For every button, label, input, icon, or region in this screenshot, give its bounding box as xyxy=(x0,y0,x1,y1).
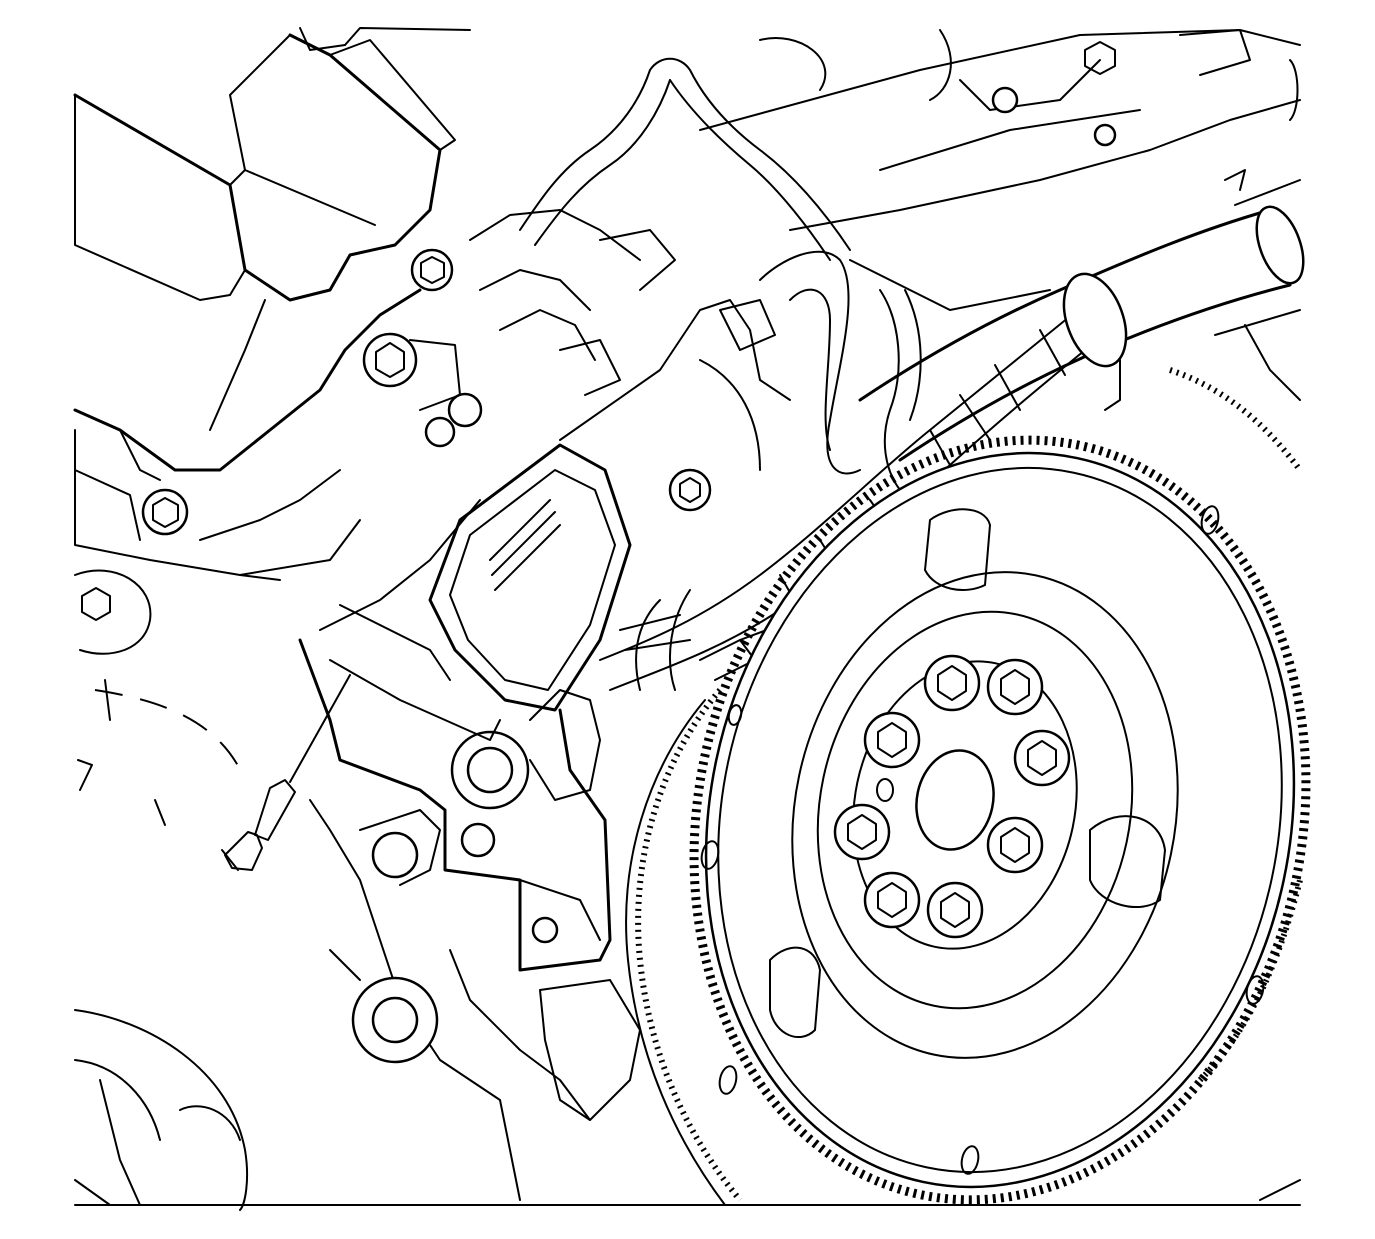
flywheel-bolt-7 xyxy=(833,803,891,861)
flywheel-bolt-2 xyxy=(986,658,1044,716)
sensor-boss xyxy=(450,730,530,858)
intake-tube xyxy=(858,179,1305,462)
valve-cover xyxy=(73,27,471,302)
flywheel-bolt-3 xyxy=(1013,729,1071,787)
flywheel-bolt-1 xyxy=(923,654,981,712)
ring-gear-left-arc xyxy=(625,688,743,1206)
left-pulley xyxy=(74,569,246,826)
head-bolt-4 xyxy=(424,392,483,448)
upper-harness xyxy=(469,57,851,396)
mounting-bolt xyxy=(221,674,351,871)
ring-gear-right-teeth xyxy=(1169,367,1303,1083)
flywheel-window-2 xyxy=(1089,815,1166,909)
head-bolt-3 xyxy=(362,332,461,411)
flywheel xyxy=(689,435,1311,1205)
flywheel-hub xyxy=(915,749,995,851)
flywheel-window-1 xyxy=(924,508,991,591)
lower-left-pulley xyxy=(74,1009,249,1211)
bolt-leader-line xyxy=(289,674,351,783)
flywheel-bolt-5 xyxy=(926,881,984,939)
flywheel-bolt-8 xyxy=(863,711,921,769)
flywheel-window-3 xyxy=(769,946,821,1039)
head-bolt-1 xyxy=(141,488,189,536)
flywheel-bolt-4 xyxy=(986,816,1044,874)
upper-right-block xyxy=(699,29,1301,311)
flywheel-bolt-6 xyxy=(863,871,921,929)
head-bolt-2 xyxy=(410,248,454,292)
engine-bracket xyxy=(298,638,641,1201)
housing-edges xyxy=(559,299,1301,1201)
sensor-module xyxy=(319,443,632,741)
cylinder-head xyxy=(73,288,422,581)
